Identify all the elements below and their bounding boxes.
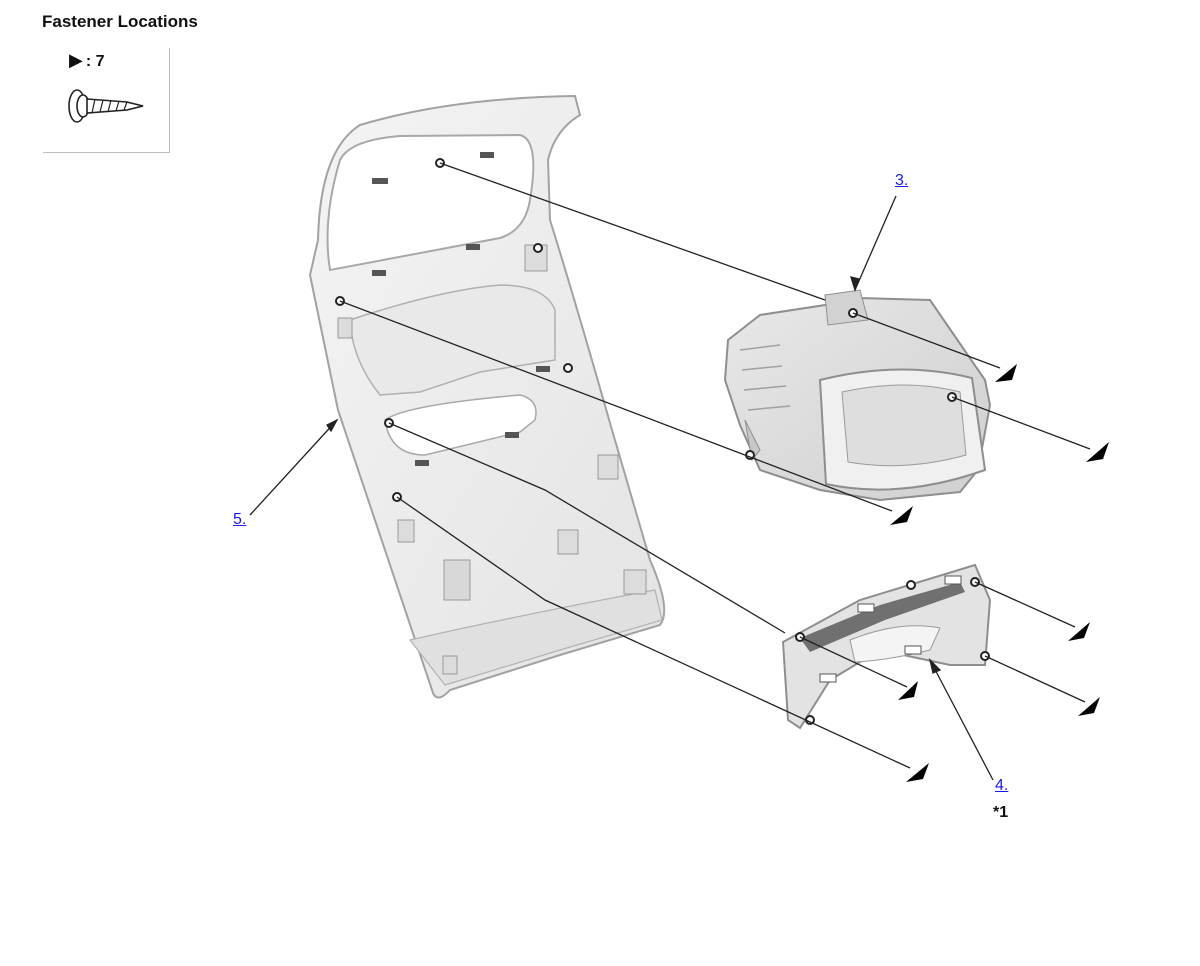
screw-icon: [68, 89, 144, 123]
console-panel: [308, 94, 666, 699]
callout-part-4[interactable]: 4.: [995, 777, 1009, 794]
lower-bracket: [781, 563, 992, 730]
fastener-triangle-icon: [995, 364, 1017, 382]
callout-part-5[interactable]: 5.: [233, 511, 247, 528]
fastener-triangle-icon: [1068, 622, 1090, 641]
fastener-triangle-icon: [1086, 442, 1109, 462]
page-title: Fastener Locations: [42, 12, 198, 31]
fastener-legend: ▶: 7: [43, 48, 170, 153]
legend-count: : 7: [85, 53, 105, 70]
air-vent-assembly: [723, 289, 992, 502]
fastener-triangle-icon: [890, 506, 913, 525]
fastener-triangle-icon: ▶: [69, 50, 83, 70]
fastener-markers: [890, 364, 1109, 782]
fastener-triangle-icon: [898, 681, 918, 700]
fastener-triangle-icon: [1078, 697, 1100, 716]
footnote-marker: *1: [993, 804, 1009, 821]
fastener-triangle-icon: [906, 763, 929, 782]
legend-key: ▶: 7: [69, 50, 105, 71]
callout-part-3[interactable]: 3.: [895, 172, 909, 189]
